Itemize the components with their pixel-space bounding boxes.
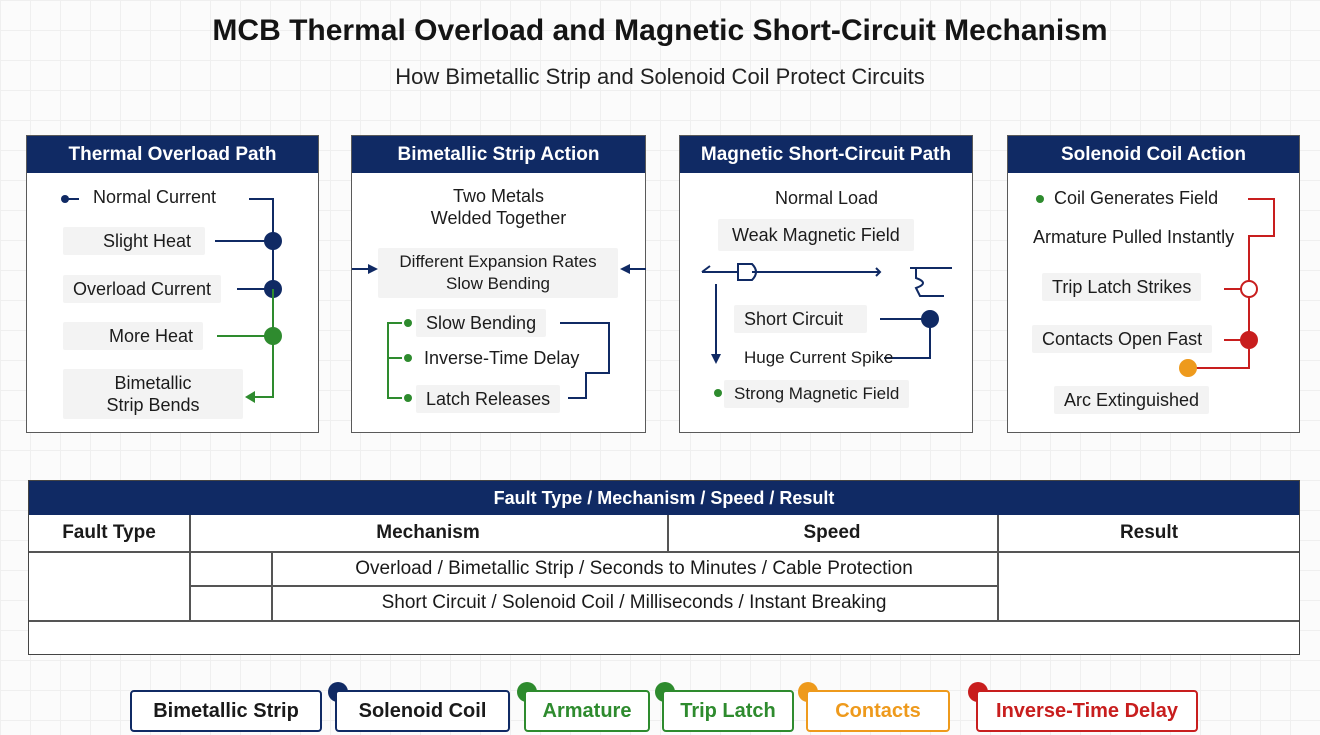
- bimetal-item-expansion: Different Expansion Rates Slow Bending: [378, 248, 618, 298]
- solenoid-item-armature: Armature Pulled Instantly: [1033, 227, 1235, 247]
- thermal-item-normal-current: Normal Current: [93, 187, 217, 207]
- arc-dot: [1179, 359, 1197, 377]
- legend-inverse-time-delay: Inverse-Time Delay: [976, 690, 1198, 732]
- legend-label: Trip Latch: [680, 700, 776, 722]
- slight-heat-dot: [264, 232, 282, 250]
- magnetic-path-panel: Magnetic Short-Circuit Path Normal Load …: [679, 135, 973, 433]
- magnetic-item-normal-load: Normal Load: [774, 188, 879, 208]
- table-row: Overload / Bimetallic Strip / Seconds to…: [355, 558, 913, 579]
- magnetic-panel-heading: Magnetic Short-Circuit Path: [680, 136, 972, 173]
- header-result: Result: [1119, 522, 1179, 543]
- more-heat-dot: [264, 327, 282, 345]
- legend-label: Bimetallic Strip: [153, 700, 299, 722]
- solenoid-action-panel: Solenoid Coil Action Coil Generates Fiel…: [1007, 135, 1300, 433]
- legend-trip-latch: Trip Latch: [662, 690, 794, 732]
- short-circuit-dot: [921, 310, 939, 328]
- magnetic-item-weak-field: Weak Magnetic Field: [718, 219, 914, 251]
- magnetic-item-strong-field: Strong Magnetic Field: [724, 380, 910, 408]
- magnetic-item-short-circuit: Short Circuit: [734, 305, 868, 333]
- solenoid-panel-heading: Solenoid Coil Action: [1008, 136, 1299, 173]
- bimetal-item-inverse-time: Inverse-Time Delay: [424, 348, 580, 368]
- legend-label: Armature: [542, 700, 632, 722]
- solenoid-item-trip-latch: Trip Latch Strikes: [1042, 273, 1202, 301]
- legend-contacts: Contacts: [806, 690, 950, 732]
- thermal-item-more-heat: More Heat: [63, 322, 204, 350]
- thermal-item-strip-bends: Bimetallic Strip Bends: [63, 369, 243, 419]
- bimetal-item-slow-bending: Slow Bending: [416, 309, 547, 337]
- start-dot: [61, 195, 69, 203]
- solenoid-item-coil-field: Coil Generates Field: [1054, 188, 1219, 208]
- fault-comparison-table: Fault Type / Mechanism / Speed / Result …: [28, 480, 1300, 655]
- page-subtitle: How Bimetallic Strip and Solenoid Coil P…: [395, 64, 925, 89]
- page-title: MCB Thermal Overload and Magnetic Short-…: [212, 14, 1108, 47]
- bimetal-item-latch-releases: Latch Releases: [416, 385, 561, 413]
- solenoid-item-arc: Arc Extinguished: [1054, 386, 1210, 414]
- bimetal-item-two-metals: Two Metals Welded Together: [430, 186, 567, 228]
- legend-bimetallic-strip: Bimetallic Strip: [130, 690, 322, 732]
- header-fault-type: Fault Type: [62, 522, 156, 543]
- thermal-item-overload-current: Overload Current: [63, 275, 222, 303]
- legend-label: Inverse-Time Delay: [996, 700, 1178, 722]
- trip-latch-ring: [1240, 280, 1258, 298]
- contacts-dot: [1240, 331, 1258, 349]
- thermal-overload-panel: Thermal Overload Path Normal Current Sli…: [26, 135, 319, 433]
- legend-label: Solenoid Coil: [358, 700, 487, 722]
- header-speed: Speed: [803, 522, 861, 543]
- header-mechanism: Mechanism: [376, 522, 480, 543]
- table-row: Short Circuit / Solenoid Coil / Millisec…: [381, 592, 887, 613]
- table-title: Fault Type / Mechanism / Speed / Result: [29, 481, 1299, 515]
- overload-current-dot: [264, 280, 282, 298]
- bimetal-panel-heading: Bimetallic Strip Action: [352, 136, 645, 173]
- magnetic-item-current-spike: Huge Current Spike: [744, 348, 894, 367]
- thermal-panel-heading: Thermal Overload Path: [27, 136, 318, 173]
- legend-armature: Armature: [524, 690, 650, 732]
- legend-solenoid-coil: Solenoid Coil: [335, 690, 510, 732]
- bimetallic-action-panel: Bimetallic Strip Action Two Metals Welde…: [351, 135, 646, 433]
- solenoid-item-contacts: Contacts Open Fast: [1032, 325, 1213, 353]
- legend-label: Contacts: [835, 700, 921, 722]
- thermal-item-slight-heat: Slight Heat: [63, 227, 206, 255]
